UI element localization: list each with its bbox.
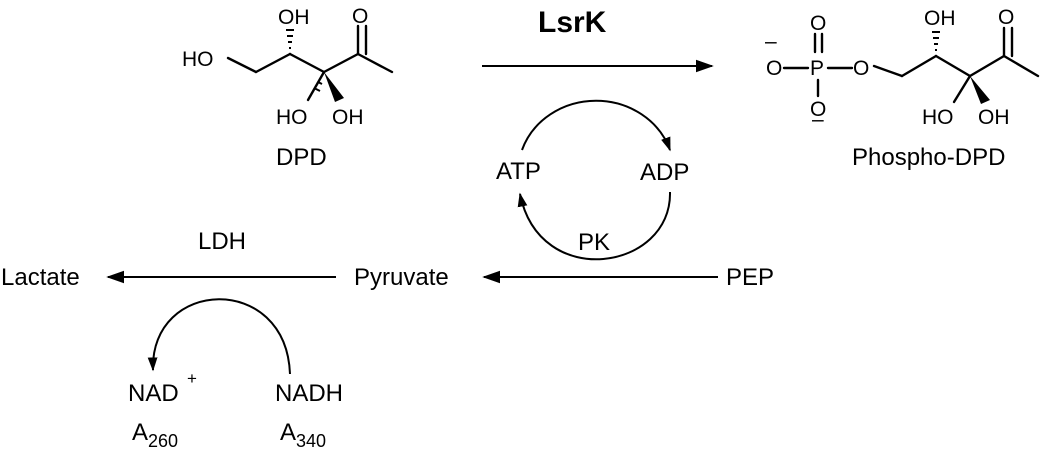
nadh-to-nad-arc (147, 298, 291, 375)
phospho-dpd-label: Phospho-DPD (852, 144, 1005, 171)
phosphate-p: P (810, 57, 824, 80)
dpd-ho-terminal: HO (182, 48, 214, 71)
pyruvate-label: Pyruvate (354, 264, 449, 291)
phospho-dpd-ho-lower: HO (922, 106, 954, 129)
lsrk-enzyme-label: LsrK (538, 6, 607, 39)
a340-label: A340 (280, 419, 326, 449)
dpd-carbonyl-o: O (352, 5, 368, 28)
phosphate-minus-bottom: – (812, 108, 824, 131)
nad-charge: + (187, 369, 197, 388)
phosphate-o-left: O (766, 57, 782, 80)
dpd-structure: HO O OH HO OH (182, 5, 394, 129)
dpd-ho-lower: HO (276, 106, 308, 129)
adp-to-atp-arc (517, 191, 672, 261)
a260-label: A260 (132, 419, 178, 449)
dpd-oh-top: OH (278, 6, 310, 29)
lactate-label: Lactate (1, 264, 80, 291)
phospho-dpd-oh-top: OH (924, 7, 956, 30)
pep-label: PEP (726, 264, 774, 291)
phospho-dpd-oh-lower: OH (978, 106, 1010, 129)
nad-label: NAD (128, 380, 179, 407)
atp-to-adp-arc (521, 99, 671, 152)
dpd-oh-lower: OH (332, 106, 364, 129)
phosphate-o-ester: O (853, 57, 869, 80)
nadh-label: NADH (275, 380, 343, 407)
atp-label: ATP (496, 158, 541, 185)
phosphate-o-bottom: O (810, 98, 826, 121)
pk-enzyme-label: PK (578, 229, 610, 256)
phospho-dpd-carbonyl-o: O (998, 6, 1014, 29)
phospho-dpd-structure: – O P O O O – O OH HO OH (765, 6, 1040, 131)
phosphate-o-top: O (810, 12, 826, 35)
phosphate-minus-left: – (765, 30, 777, 53)
dpd-label: DPD (276, 144, 327, 171)
ldh-enzyme-label: LDH (198, 228, 246, 255)
adp-label: ADP (640, 159, 689, 186)
